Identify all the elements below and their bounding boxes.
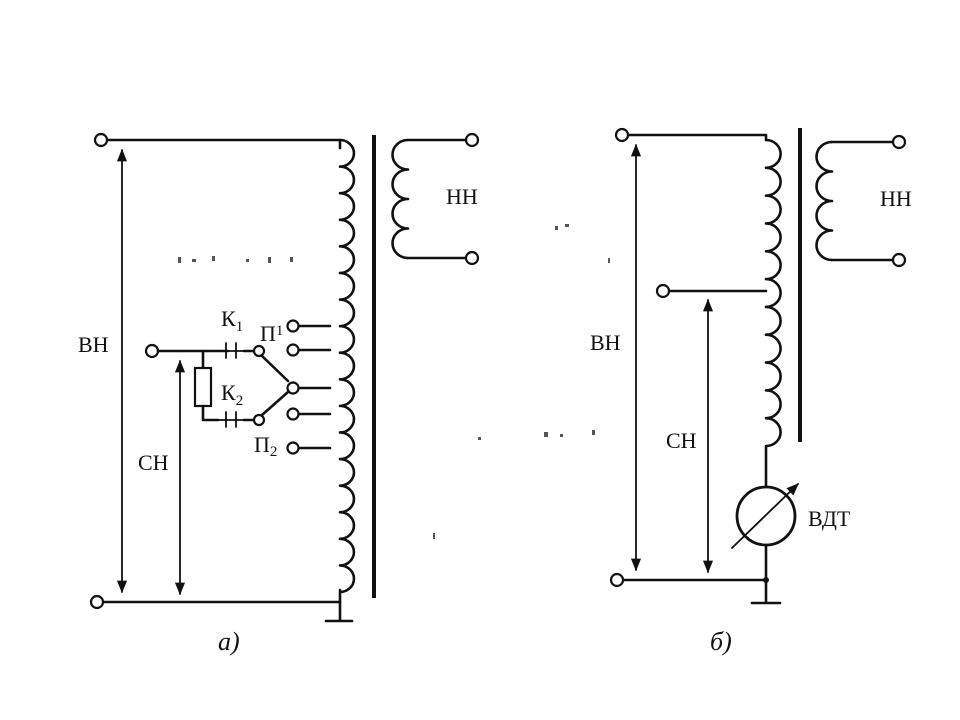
label-vdt: ВДТ	[808, 506, 851, 531]
hv-winding-a	[338, 138, 356, 594]
taps-a	[286, 319, 332, 455]
resistor-a	[193, 366, 213, 408]
common-terminal-b	[609, 572, 625, 588]
svg-text:П2: П2	[254, 432, 277, 460]
label-sn-a: СН	[138, 450, 169, 475]
svg-text:К1: К1	[221, 306, 243, 335]
label-p1: П	[260, 321, 276, 346]
caption-a: а)	[218, 627, 240, 656]
lv-terminal-top-a	[464, 132, 480, 148]
label-k2: К	[221, 380, 236, 405]
panel-a: ВН СН НН К1 К2 П1 П2 а)	[78, 132, 480, 656]
tap-changer-a	[144, 342, 290, 428]
label-p2: П	[254, 432, 270, 457]
hv-terminal-top-b	[614, 127, 630, 143]
caption-b: б)	[710, 627, 732, 656]
ground-b	[750, 578, 782, 605]
hv-winding-b	[764, 138, 782, 448]
lv-terminal-bottom-a	[464, 250, 480, 266]
hv-terminal-top-a	[93, 132, 109, 148]
svg-text:П1: П1	[260, 321, 283, 346]
lv-terminal-bottom-b	[891, 252, 907, 268]
mv-terminal-a	[144, 343, 160, 359]
ground-a	[324, 588, 354, 623]
label-vn-a: ВН	[78, 332, 109, 357]
label-vn-b: ВН	[590, 330, 621, 355]
scan-specks-a	[178, 256, 293, 263]
scan-specks-b	[433, 224, 610, 539]
panel-b: ВН СН НН ВДТ б)	[433, 127, 912, 656]
lv-terminal-top-b	[891, 134, 907, 150]
label-sn-b: СН	[666, 428, 697, 453]
common-terminal-a	[89, 594, 105, 610]
label-nn-a: НН	[446, 184, 478, 209]
mv-terminal-b	[655, 283, 671, 299]
lv-winding-b	[815, 134, 907, 268]
lv-winding-a	[391, 132, 480, 266]
label-nn-b: НН	[880, 186, 912, 211]
label-k1: К	[221, 306, 236, 331]
svg-text:К2: К2	[221, 380, 243, 409]
